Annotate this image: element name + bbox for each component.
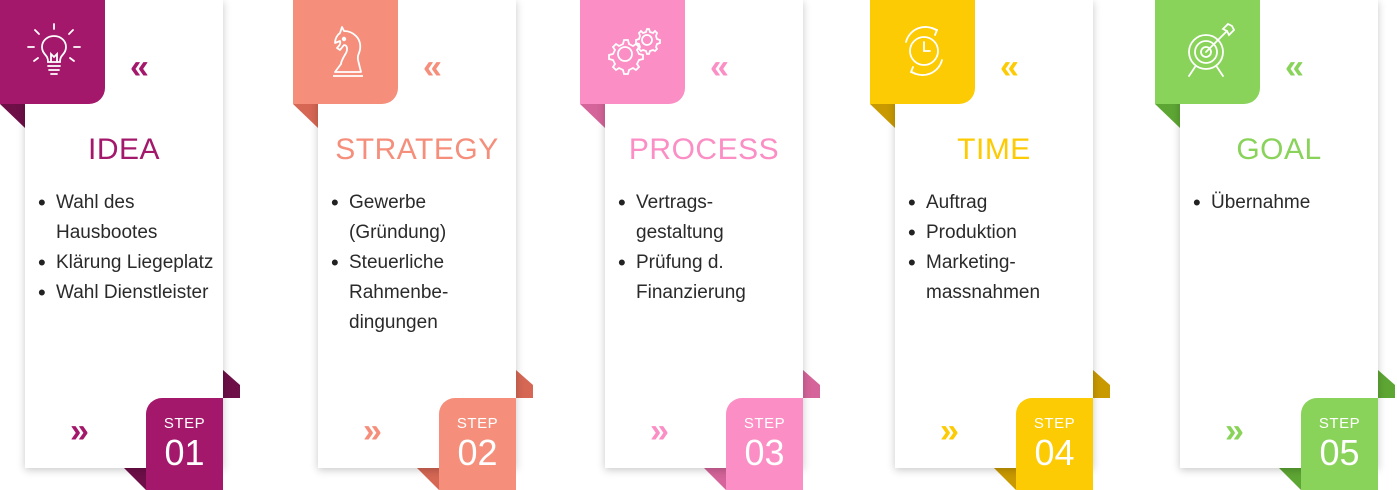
icon-tab <box>293 0 398 104</box>
step-badge: STEP 02 <box>439 398 516 490</box>
chevron-right-icon: » <box>650 412 669 450</box>
bottom-fold <box>994 468 1016 490</box>
chevron-left-icon: « <box>1285 48 1304 86</box>
chevron-left-icon: « <box>423 48 442 86</box>
bottom-fold <box>124 468 146 490</box>
list-item: Produktion <box>908 218 1088 248</box>
icon-tab <box>1155 0 1260 104</box>
bullet-list: Vertrags-gestaltungPrüfung d. Finanzieru… <box>618 188 798 308</box>
right-fold <box>1378 370 1395 398</box>
step-title: PROCESS <box>628 133 780 166</box>
list-item: Vertrags-gestaltung <box>618 188 798 248</box>
icon-tab <box>0 0 105 104</box>
left-fold <box>293 104 318 128</box>
step-badge: STEP 04 <box>1016 398 1093 490</box>
target-icon <box>1188 22 1236 77</box>
step-card-3: « PROCESS Vertrags-gestaltungPrüfung d. … <box>580 0 822 490</box>
right-fold <box>516 370 533 398</box>
step-number: 05 <box>1319 432 1360 473</box>
bullet-list: Übernahme <box>1193 188 1373 218</box>
step-number: 04 <box>1034 432 1075 473</box>
bullet-list: AuftragProduktionMarketing-massnahmen <box>908 188 1088 308</box>
step-card-1: « IDEA Wahl des HausbootesKlärung Liegep… <box>0 0 242 490</box>
bottom-fold <box>704 468 726 490</box>
step-card-4: « TIME AuftragProduktionMarketing-massna… <box>870 0 1112 490</box>
list-item: Wahl des Hausbootes <box>38 188 218 248</box>
chevron-right-icon: » <box>940 412 959 450</box>
step-number: 01 <box>164 432 205 473</box>
step-title: TIME <box>957 133 1031 166</box>
list-item: Wahl Dienstleister <box>38 278 218 308</box>
chevron-right-icon: » <box>70 412 89 450</box>
step-title: STRATEGY <box>335 133 499 166</box>
icon-tab <box>580 0 685 104</box>
step-badge: STEP 03 <box>726 398 803 490</box>
gears-icon <box>608 28 661 75</box>
right-fold <box>803 370 820 398</box>
chevron-right-icon: » <box>363 412 382 450</box>
chevron-left-icon: « <box>710 48 729 86</box>
step-label: STEP <box>1033 415 1076 432</box>
chevron-right-icon: » <box>1225 412 1244 450</box>
right-fold <box>223 370 240 398</box>
list-item: Auftrag <box>908 188 1088 218</box>
list-item: Steuerliche Rahmenbe-dingungen <box>331 248 511 338</box>
lightbulb-icon <box>27 23 81 75</box>
step-badge: STEP 05 <box>1301 398 1378 490</box>
bullet-list: Wahl des HausbootesKlärung LiegeplatzWah… <box>38 188 218 308</box>
bottom-fold <box>1279 468 1301 490</box>
list-item: Übernahme <box>1193 188 1373 218</box>
step-label: STEP <box>1318 415 1361 432</box>
step-number: 03 <box>744 432 785 473</box>
chess-knight-icon <box>333 26 363 77</box>
left-fold <box>0 104 25 128</box>
step-card-5: « GOAL Übernahme » STEP 05 <box>1155 0 1397 490</box>
icon-tab <box>870 0 975 104</box>
list-item: Marketing-massnahmen <box>908 248 1088 308</box>
step-badge: STEP 01 <box>146 398 223 490</box>
chevron-left-icon: « <box>1000 48 1019 86</box>
bullet-list: Gewerbe (Gründung)Steuerliche Rahmenbe-d… <box>331 188 511 338</box>
step-number: 02 <box>457 432 498 473</box>
left-fold <box>580 104 605 128</box>
step-card-2: « STRATEGY Gewerbe (Gründung)Steuerliche… <box>293 0 535 490</box>
list-item: Klärung Liegeplatz <box>38 248 218 278</box>
step-label: STEP <box>456 415 499 432</box>
bottom-fold <box>417 468 439 490</box>
step-label: STEP <box>163 415 206 432</box>
clock-icon <box>905 26 943 76</box>
step-title: IDEA <box>87 133 161 166</box>
left-fold <box>870 104 895 128</box>
right-fold <box>1093 370 1110 398</box>
step-title: GOAL <box>1236 133 1322 166</box>
chevron-left-icon: « <box>130 48 149 86</box>
step-label: STEP <box>743 415 786 432</box>
list-item: Gewerbe (Gründung) <box>331 188 511 248</box>
list-item: Prüfung d. Finanzierung <box>618 248 798 308</box>
left-fold <box>1155 104 1180 128</box>
